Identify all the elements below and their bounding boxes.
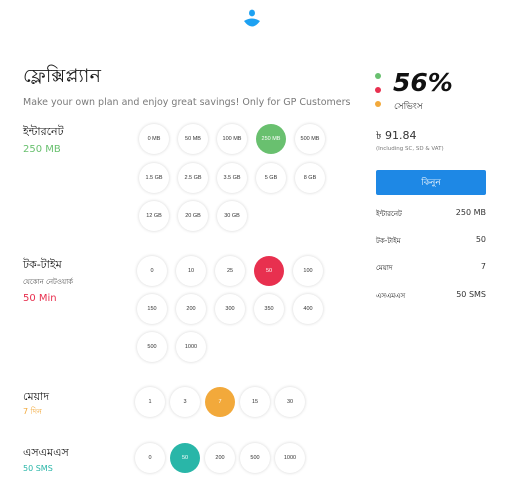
price-note: (Including SC, SD & VAT) — [376, 146, 444, 152]
talktime-option[interactable]: 300 — [215, 294, 245, 324]
internet-option[interactable]: 5 GB — [256, 163, 286, 193]
summary-validity-label: মেয়াদ — [376, 264, 393, 272]
savings-percent: 56% — [393, 68, 453, 97]
validity-option[interactable]: 15 — [240, 387, 270, 417]
talktime-value: 50 Min — [23, 293, 57, 304]
internet-option[interactable]: 8 GB — [295, 163, 325, 193]
talktime-label: টক-টাইম — [23, 258, 62, 271]
talktime-option[interactable]: 50 — [254, 256, 284, 286]
sms-option[interactable]: 1000 — [275, 443, 305, 473]
total-price: ৳ 91.84 — [376, 129, 417, 142]
talktime-option[interactable]: 500 — [137, 332, 167, 362]
summary-validity-value: 7 — [480, 262, 486, 271]
sms-label: এসএমএস — [23, 446, 69, 459]
talktime-option[interactable]: 25 — [215, 256, 245, 286]
internet-option[interactable]: 500 MB — [295, 124, 325, 154]
page-title: ফ্লেক্সিপ্ল্যান — [23, 65, 102, 87]
internet-option[interactable]: 50 MB — [178, 124, 208, 154]
internet-option[interactable]: 100 MB — [217, 124, 247, 154]
internet-option[interactable]: 20 GB — [178, 201, 208, 231]
sms-option[interactable]: 500 — [240, 443, 270, 473]
internet-option[interactable]: 1.5 GB — [139, 163, 169, 193]
sms-option[interactable]: 200 — [205, 443, 235, 473]
telenor-logo-icon — [244, 9, 260, 27]
validity-option[interactable]: 1 — [135, 387, 165, 417]
summary-internet-label: ইন্টারনেট — [376, 210, 402, 218]
talktime-option[interactable]: 400 — [293, 294, 323, 324]
talktime-option[interactable]: 350 — [254, 294, 284, 324]
summary-talktime-label: টক-টাইম — [376, 237, 401, 245]
sms-option[interactable]: 0 — [135, 443, 165, 473]
savings-legend-dots — [375, 73, 383, 115]
summary-internet-value: 250 MB — [455, 208, 486, 217]
internet-option[interactable]: 30 GB — [217, 201, 247, 231]
talktime-sublabel: যেকোন নেটওয়ার্ক — [23, 278, 74, 286]
validity-option[interactable]: 7 — [205, 387, 235, 417]
talktime-option[interactable]: 0 — [137, 256, 167, 286]
talktime-option[interactable]: 200 — [176, 294, 206, 324]
internet-option[interactable]: 3.5 GB — [217, 163, 247, 193]
validity-option[interactable]: 3 — [170, 387, 200, 417]
talktime-option[interactable]: 10 — [176, 256, 206, 286]
buy-button[interactable]: কিনুন — [376, 170, 486, 195]
talktime-option[interactable]: 1000 — [176, 332, 206, 362]
legend-dot-internet — [375, 73, 381, 79]
sms-value: 50 SMS — [23, 464, 53, 473]
internet-option[interactable]: 12 GB — [139, 201, 169, 231]
savings-label: সেভিংস — [394, 102, 423, 112]
internet-option[interactable]: 0 MB — [139, 124, 169, 154]
legend-dot-validity — [375, 101, 381, 107]
internet-label: ইন্টারনেট — [23, 125, 64, 138]
summary-sms-value: 50 SMS — [456, 290, 486, 299]
sms-option[interactable]: 50 — [170, 443, 200, 473]
internet-option[interactable]: 250 MB — [256, 124, 286, 154]
talktime-option[interactable]: 150 — [137, 294, 167, 324]
internet-option[interactable]: 2.5 GB — [178, 163, 208, 193]
validity-value: 7 দিন — [23, 407, 42, 416]
summary-talktime-value: 50 — [475, 235, 486, 244]
validity-option[interactable]: 30 — [275, 387, 305, 417]
validity-label: মেয়াদ — [23, 390, 50, 403]
internet-value: 250 MB — [23, 144, 61, 155]
talktime-option[interactable]: 100 — [293, 256, 323, 286]
legend-dot-talktime — [375, 87, 381, 93]
summary-sms-label: এসএমএস — [376, 292, 406, 300]
page-subtitle: Make your own plan and enjoy great savin… — [23, 97, 351, 108]
